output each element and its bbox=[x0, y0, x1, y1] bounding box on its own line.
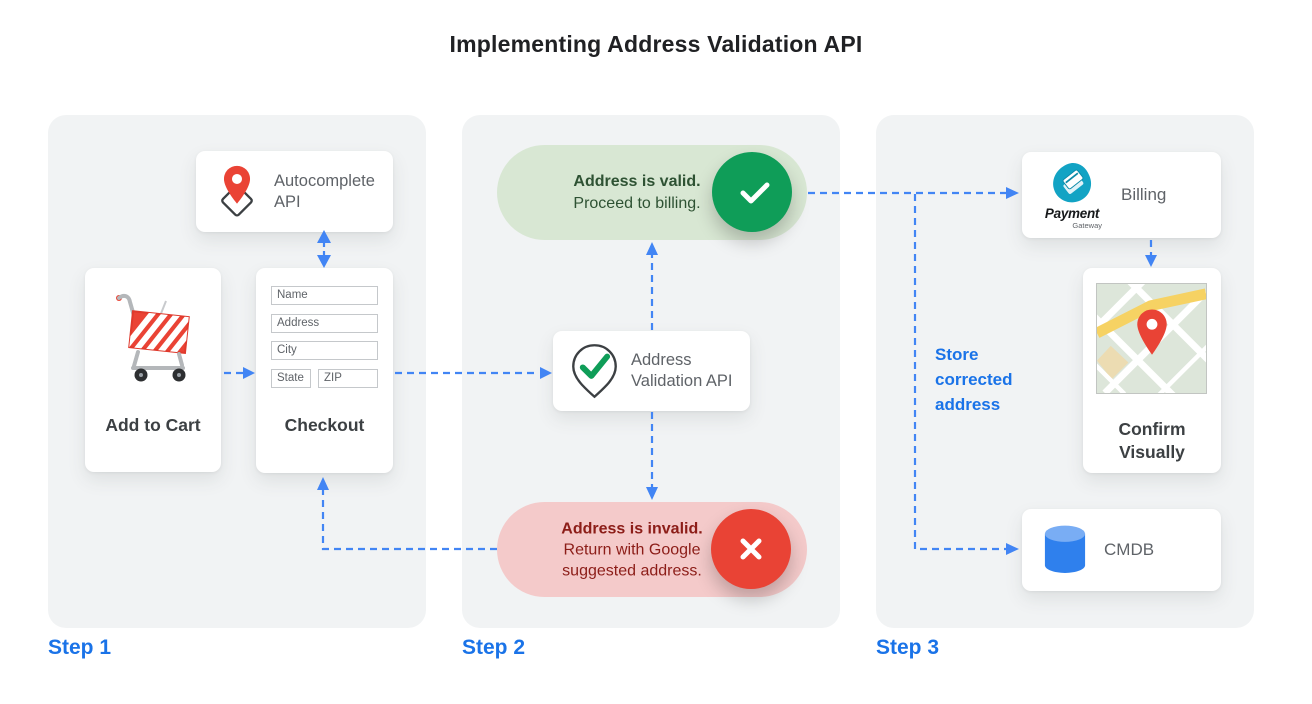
zip-field: ZIP bbox=[318, 368, 378, 388]
valid-check-circle bbox=[712, 152, 792, 232]
billing-label: Billing bbox=[1121, 185, 1167, 204]
cmdb-label: CMDB bbox=[1104, 540, 1155, 559]
address-invalid-text: Address is invalid. Return with Google s… bbox=[561, 520, 703, 579]
address-validation-api-card: Address Validation API bbox=[553, 331, 750, 411]
address-validation-api-label: Address Validation API bbox=[631, 351, 733, 390]
map-graphic bbox=[1086, 273, 1214, 401]
store-corrected-address-note: Store corrected address bbox=[935, 345, 1013, 414]
cmdb-card: CMDB bbox=[1022, 509, 1221, 591]
check-icon bbox=[740, 182, 770, 204]
x-icon bbox=[740, 538, 762, 560]
address-valid-pill: Address is valid. Proceed to billing. bbox=[497, 145, 807, 240]
map-pin-diamond-icon bbox=[221, 165, 253, 217]
step-2-label: Step 2 bbox=[462, 636, 526, 659]
step2-panel: Address is valid. Proceed to billing. Ad… bbox=[462, 115, 840, 628]
address-valid-text: Address is valid. Proceed to billing. bbox=[573, 172, 701, 212]
city-field: City bbox=[271, 341, 378, 360]
diagram-title: Implementing Address Validation API bbox=[449, 31, 863, 57]
payment-gateway-subtitle: Gateway bbox=[1072, 220, 1102, 230]
address-field: Address bbox=[271, 313, 378, 333]
database-cylinder-icon bbox=[1044, 525, 1086, 573]
confirm-visually-label: Confirm Visually bbox=[1118, 419, 1186, 462]
step3-panel: Payment Gateway Billing bbox=[876, 115, 1254, 628]
address-invalid-pill: Address is invalid. Return with Google s… bbox=[497, 502, 807, 597]
invalid-x-circle bbox=[711, 509, 791, 589]
add-to-cart-label: Add to Cart bbox=[105, 415, 201, 435]
step-3-label: Step 3 bbox=[876, 636, 940, 659]
checkout-label: Checkout bbox=[284, 415, 365, 435]
add-to-cart-card: Add to Cart bbox=[85, 268, 221, 472]
name-field: Name bbox=[271, 286, 378, 305]
map-pin-check-icon bbox=[572, 344, 617, 399]
payment-gateway-logo: Payment Gateway bbox=[1039, 161, 1105, 230]
confirm-visually-card: Confirm Visually bbox=[1083, 268, 1221, 473]
step1-panel: Autocomplete API bbox=[48, 115, 426, 628]
map-image bbox=[1086, 273, 1214, 401]
payment-gateway-title: Payment bbox=[1044, 205, 1100, 221]
autocomplete-api-card: Autocomplete API bbox=[196, 151, 393, 232]
shopping-cart-icon bbox=[116, 293, 190, 382]
checkout-card: Name Address City State ZIP Checkout bbox=[256, 268, 393, 473]
step-1-label: Step 1 bbox=[48, 636, 112, 659]
state-field: State bbox=[271, 368, 311, 388]
payment-gateway-icon bbox=[1053, 162, 1092, 202]
billing-card: Payment Gateway Billing bbox=[1022, 152, 1221, 238]
autocomplete-api-label: Autocomplete API bbox=[274, 171, 375, 211]
